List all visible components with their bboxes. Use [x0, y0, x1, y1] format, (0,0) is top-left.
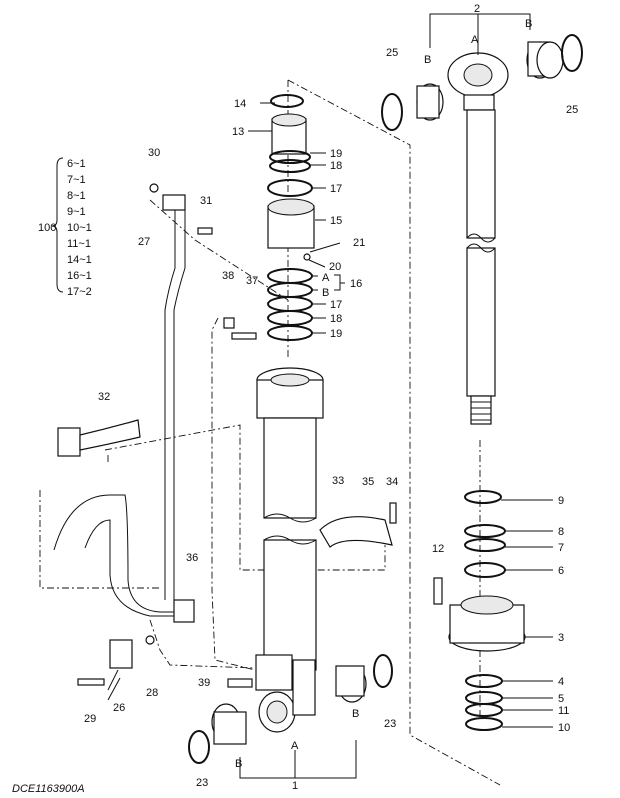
label-b-tube-left: B [235, 758, 242, 770]
callout-17b: 17 [330, 299, 342, 311]
callout-8: 8 [558, 526, 564, 538]
piston-rod-assembly [381, 34, 583, 425]
hydraulic-pipe-lines [53, 183, 397, 686]
kit-item: 6~1 [67, 158, 86, 170]
callout-6: 6 [558, 565, 564, 577]
kit-bracket [51, 157, 64, 293]
callout-5: 5 [558, 693, 564, 705]
kit-item: 10~1 [67, 222, 92, 234]
callout-27: 27 [138, 236, 150, 248]
drawing-code: DCE1163900A [12, 783, 85, 795]
kit-item: 11~1 [67, 238, 91, 250]
seal-25-right [561, 34, 583, 72]
callout-3: 3 [558, 632, 564, 644]
callout-23b: 23 [384, 718, 396, 730]
piston-nut-rings [433, 490, 526, 731]
callout-38: 38 [222, 270, 234, 282]
callout-13: 13 [232, 126, 244, 138]
kit-item: 17~2 [67, 286, 92, 298]
callout-21: 21 [353, 237, 365, 249]
kit-group-text: 100 6~1 7~1 8~1 9~1 10~1 11~1 14~1 16~1 … [38, 158, 92, 298]
callout-32: 32 [98, 391, 110, 403]
callout-36: 36 [186, 552, 198, 564]
label-a-seal: A [322, 272, 330, 284]
callout-19b: 19 [330, 328, 342, 340]
callout-17a: 17 [330, 183, 342, 195]
kit-item: 16~1 [67, 270, 92, 282]
callout-34: 34 [386, 476, 398, 488]
callout-37: 37 [246, 275, 258, 287]
rod-lower [466, 247, 496, 397]
callout-1: 1 [292, 780, 298, 792]
callout-20: 20 [329, 261, 341, 273]
reference-letters: A B B A B A B B [235, 18, 532, 770]
callout-25b: 25 [566, 104, 578, 116]
callout-19a: 19 [330, 148, 342, 160]
label-a-rod: A [471, 34, 479, 46]
callout-2: 2 [474, 3, 480, 15]
callout-10: 10 [558, 722, 570, 734]
leader-lines [107, 13, 553, 779]
callout-28: 28 [146, 687, 158, 699]
label-b-tube-right: B [352, 708, 359, 720]
kit-group-number: 100 [38, 222, 56, 234]
cylinder-tube [188, 367, 393, 764]
kit-item: 7~1 [67, 174, 86, 186]
kit-item: 9~1 [67, 206, 86, 218]
callout-18b: 18 [330, 313, 342, 325]
cylinder-head-seals [267, 94, 315, 341]
callout-30: 30 [148, 147, 160, 159]
rod-upper [466, 109, 496, 239]
label-b-seal: B [322, 287, 329, 299]
callout-7: 7 [558, 542, 564, 554]
callout-33: 33 [332, 475, 344, 487]
label-a-tube: A [291, 740, 299, 752]
label-b-rod-left: B [424, 54, 431, 66]
seal-25-left [381, 93, 403, 131]
callout-39: 39 [198, 677, 210, 689]
clamp-31 [162, 194, 186, 211]
callout-29: 29 [84, 713, 96, 725]
callout-31: 31 [200, 195, 212, 207]
callout-12: 12 [432, 543, 444, 555]
callout-numbers: 1 2 3 4 5 6 7 8 9 10 11 12 13 14 15 16 1… [84, 3, 578, 792]
callout-16: 16 [350, 278, 362, 290]
callout-18a: 18 [330, 160, 342, 172]
callout-4: 4 [558, 676, 564, 688]
bolt-12 [433, 577, 443, 605]
kit-item: 14~1 [67, 254, 92, 266]
callout-9: 9 [558, 495, 564, 507]
kit-item: 8~1 [67, 190, 86, 202]
callout-23a: 23 [196, 777, 208, 789]
callout-26: 26 [113, 702, 125, 714]
callout-11: 11 [558, 705, 569, 717]
callout-35: 35 [362, 476, 374, 488]
callout-15: 15 [330, 215, 342, 227]
label-b-rod-right: B [525, 18, 532, 30]
callout-25a: 25 [386, 47, 398, 59]
callout-14: 14 [234, 98, 246, 110]
